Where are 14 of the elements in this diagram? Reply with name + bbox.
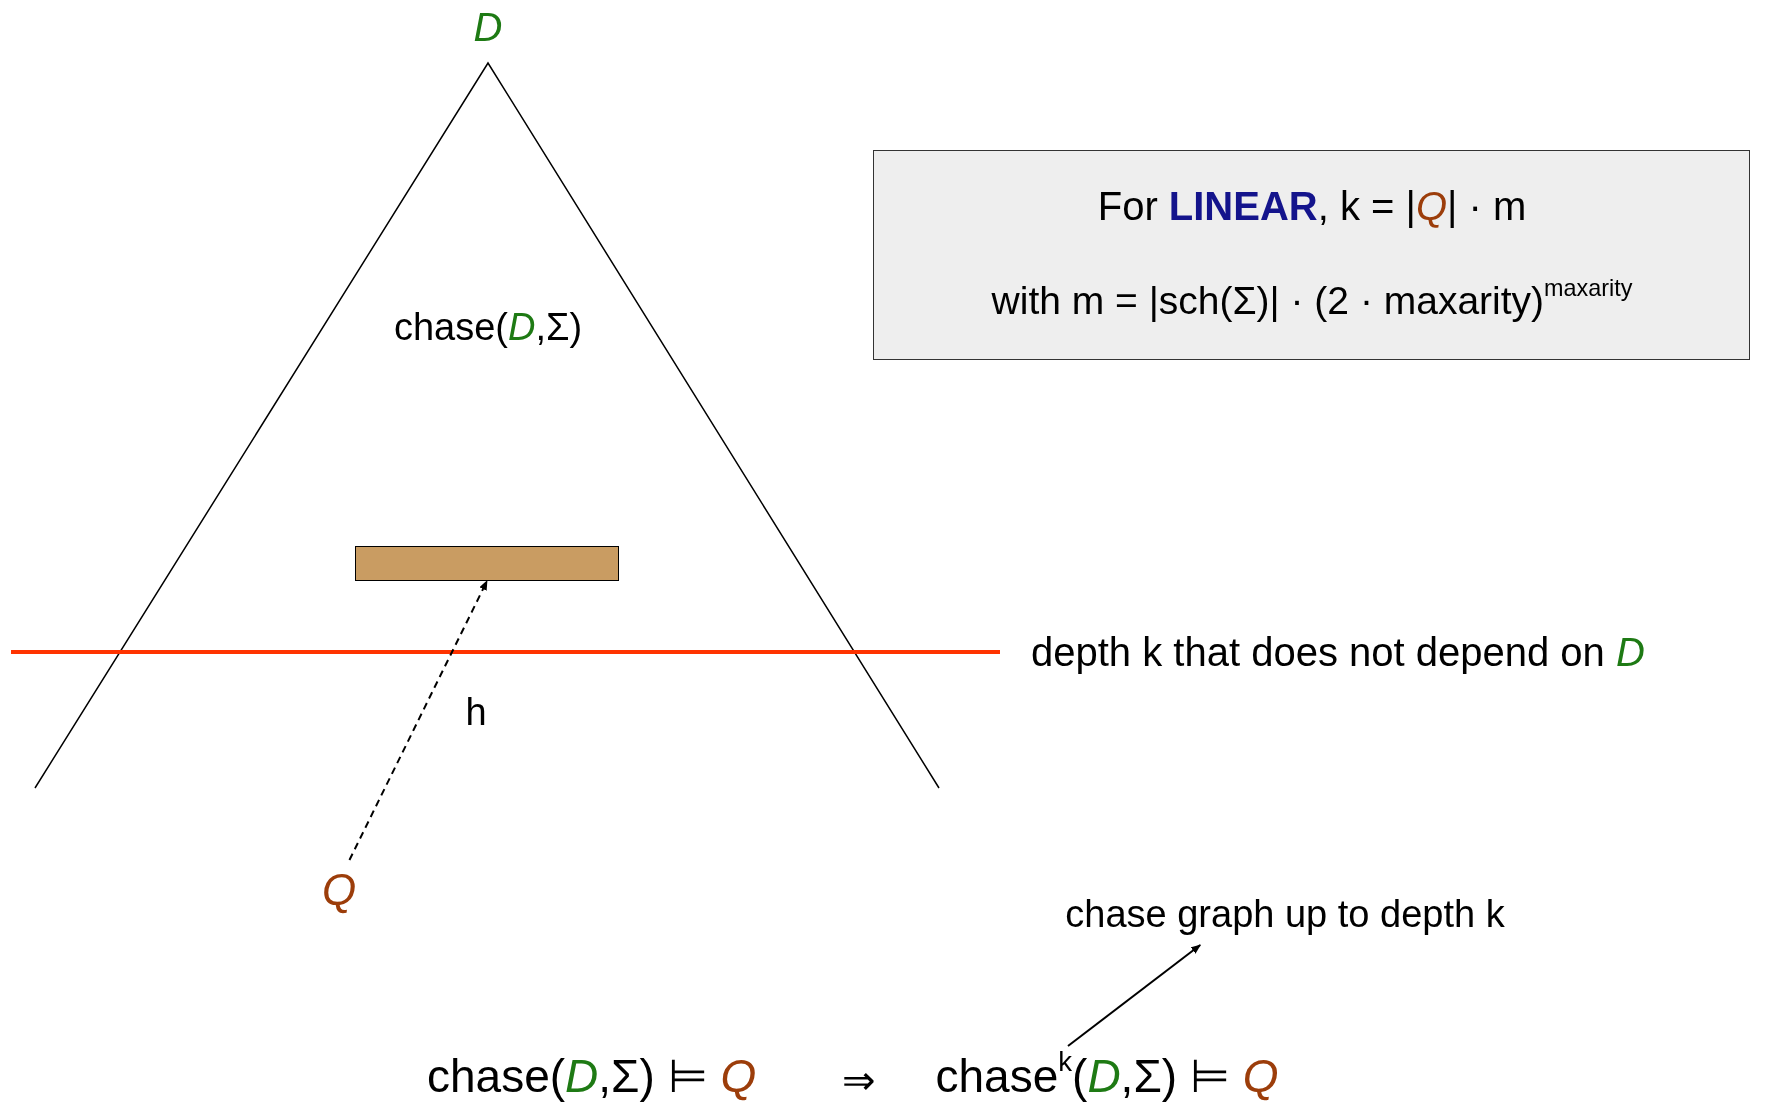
dashed-arrow (348, 580, 488, 861)
formula-text: chase$^{k}$(D,Σ) ⊨ Q (935, 1049, 1279, 1103)
formula-text: with m = |sch(Σ)| · (2 · maxarity)$^{maxarity}$ (991, 278, 1633, 324)
formula-box (873, 150, 1750, 360)
formula-text: chase(D,Σ) ⊨ Q (427, 1049, 757, 1103)
annotation-text: depth k that does not depend on D (1031, 629, 1645, 675)
query-label: Q (321, 864, 357, 916)
implies-symbol: ⇒ (842, 1057, 876, 1103)
formula-text: For LINEAR, k = |Q| · m (1097, 183, 1527, 229)
arrow (1067, 944, 1202, 1047)
annotation-text: chase graph up to depth k (1065, 893, 1505, 937)
bar-shape (355, 546, 619, 581)
triangle-label: chase(D,Σ) (393, 306, 583, 350)
apex-label: D (473, 4, 503, 50)
